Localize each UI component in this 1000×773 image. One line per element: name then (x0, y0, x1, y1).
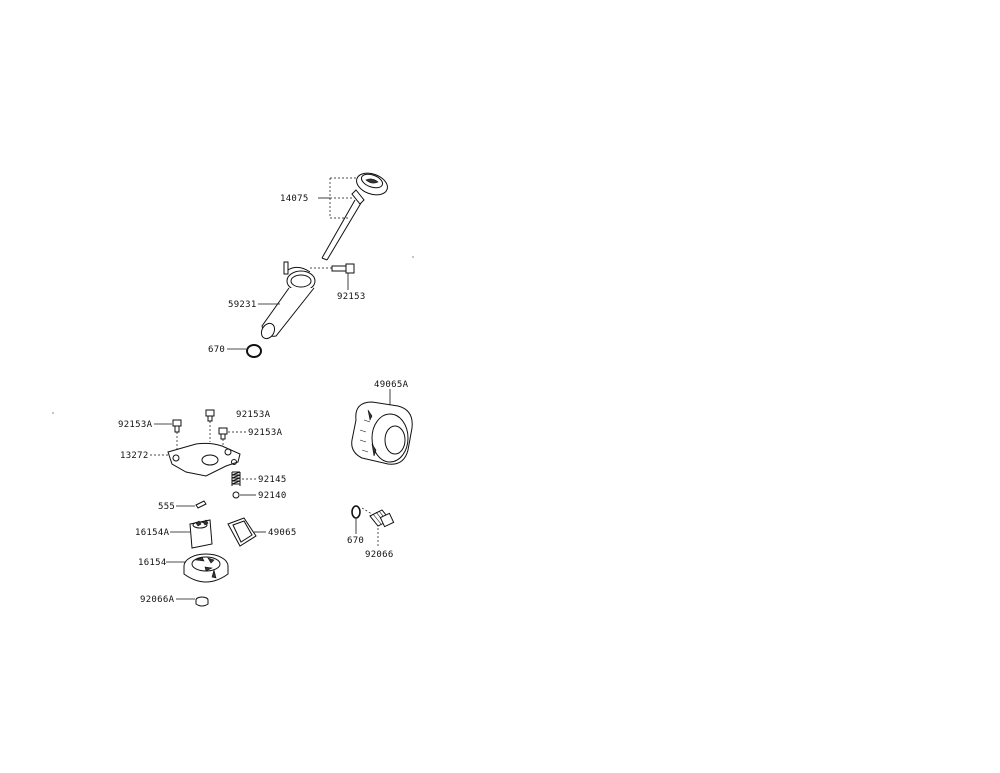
outer-rotor-label: 16154 (138, 558, 167, 568)
tube-bolt-part[interactable] (310, 263, 355, 274)
plate-bolt-top-part[interactable] (205, 409, 215, 442)
pin-label: 555 (158, 502, 175, 512)
spring-label: 92145 (258, 475, 287, 485)
plate-bolt-left-part[interactable] (172, 419, 182, 450)
plate-bolt-left-label: 92153A (118, 420, 153, 430)
drain-plug-label: 92066 (365, 550, 394, 560)
plug-oring-label: 670 (347, 536, 364, 546)
oil-filter-part[interactable] (351, 401, 413, 465)
spring-part[interactable] (231, 471, 241, 486)
filler-tube-part[interactable] (259, 261, 316, 341)
nut-part[interactable] (195, 596, 209, 607)
gasket-label: 49065 (268, 528, 297, 538)
dipstick-part[interactable] (321, 169, 390, 261)
filler-tube-label: 59231 (228, 300, 257, 310)
inner-rotor-label: 16154A (135, 528, 170, 538)
plate-bolt-right-label: 92153A (248, 428, 283, 438)
nut-label: 92066A (140, 595, 175, 605)
tube-bolt-label: 92153 (337, 292, 366, 302)
inner-rotor-part[interactable] (189, 519, 213, 549)
gasket-part[interactable] (227, 517, 257, 547)
pump-plate-label: 13272 (120, 451, 149, 461)
tube-oring-label: 670 (208, 345, 225, 355)
dipstick-leader (318, 177, 357, 219)
tube-oring-part[interactable] (246, 344, 262, 358)
pump-plate-part[interactable] (167, 442, 241, 477)
plug-oring-part[interactable] (351, 505, 361, 519)
plate-bolt-top-label: 92153A (236, 410, 271, 420)
ball-label: 92140 (258, 491, 287, 501)
ball-part[interactable] (232, 491, 240, 499)
oil-filter-label: 49065A (374, 380, 409, 390)
plate-bolt-right-part[interactable] (218, 427, 228, 446)
outer-rotor-part[interactable] (183, 553, 229, 583)
pin-part[interactable] (195, 500, 207, 509)
stray-dot (412, 256, 414, 258)
stray-dot (52, 412, 54, 414)
drain-plug-part[interactable] (361, 507, 395, 528)
dipstick-label: 14075 (280, 194, 309, 204)
